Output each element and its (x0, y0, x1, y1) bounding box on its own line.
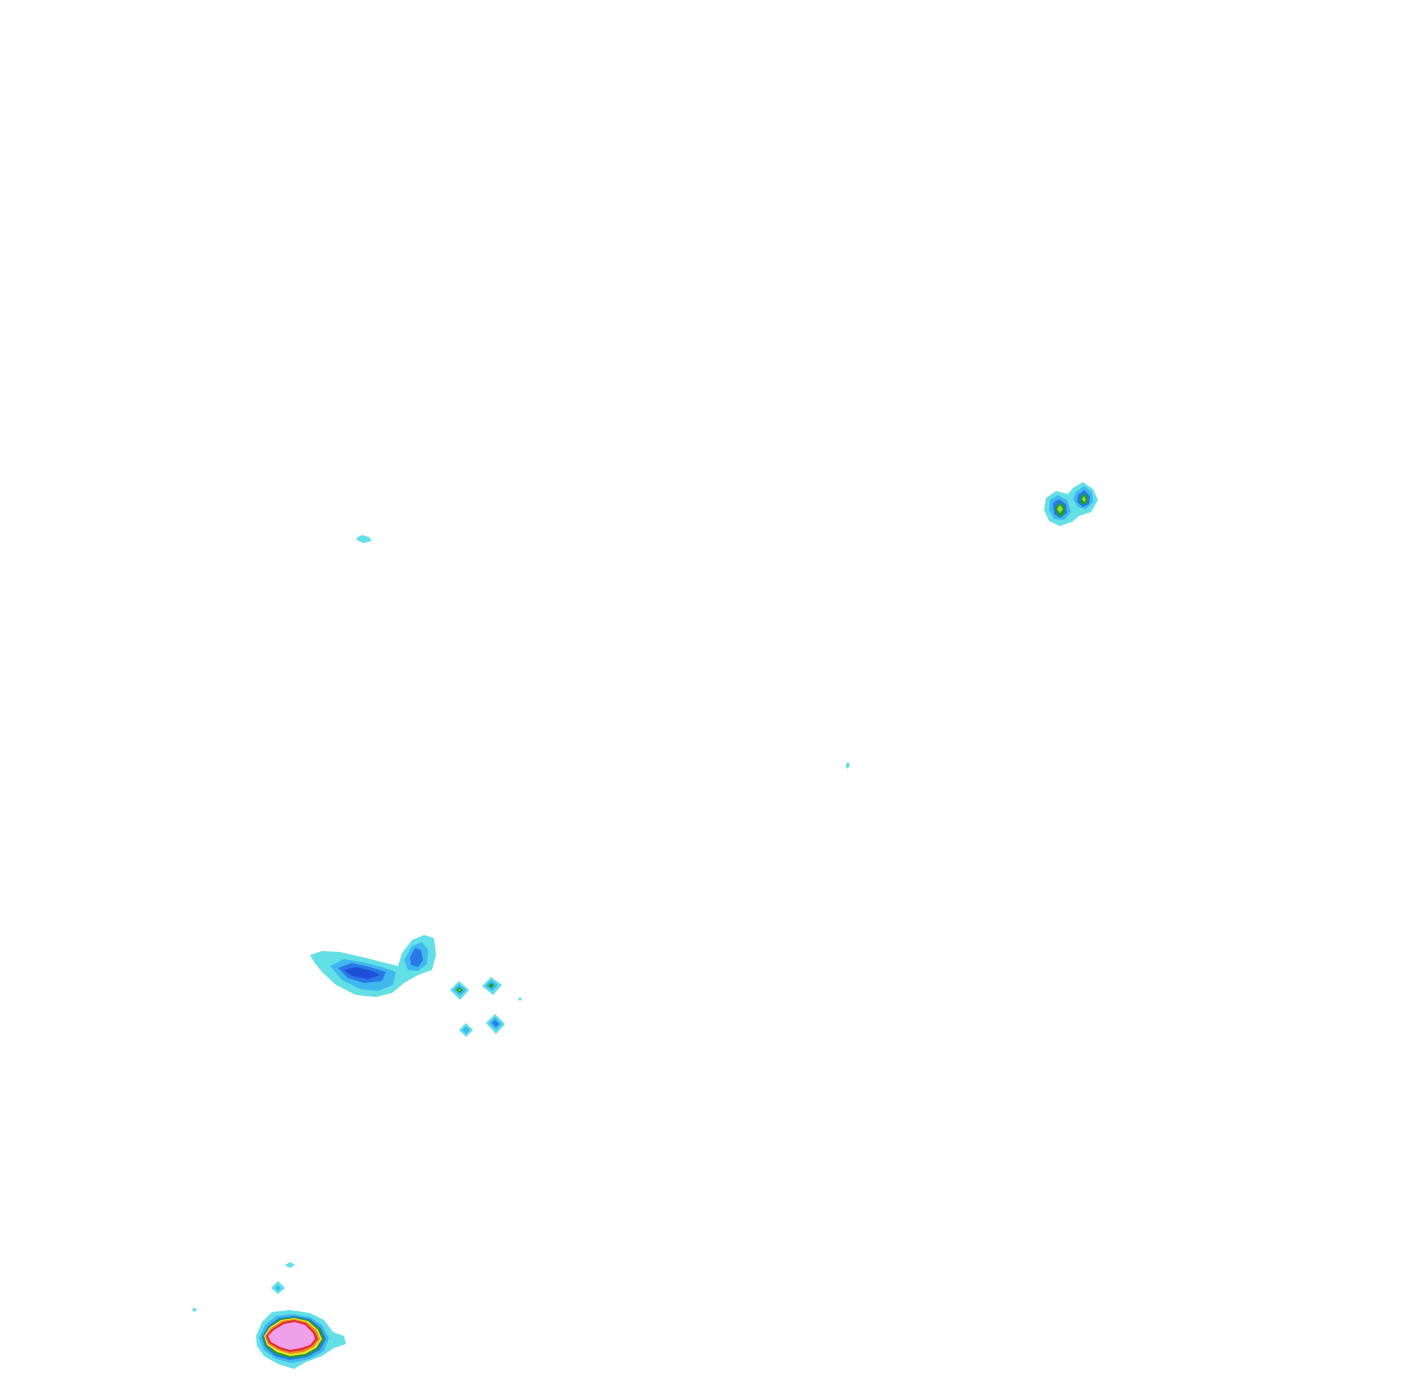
contour-level-6 (1082, 496, 1086, 502)
precip-cell-northeast (1044, 482, 1098, 526)
precip-cell-south-cluster (450, 977, 522, 1037)
contour-level-1 (846, 762, 850, 769)
contour-level-5 (488, 983, 494, 988)
contour-level-1 (285, 1262, 295, 1268)
contour-level-3 (492, 1020, 499, 1027)
precip-cell-center-speck (846, 762, 850, 769)
contour-level-2 (275, 1285, 281, 1291)
contour-level-6 (1057, 505, 1063, 513)
contour-level-1 (518, 997, 522, 1001)
contour-level-10 (268, 1322, 315, 1350)
contour-level-4 (344, 967, 380, 979)
precip-cell-southwest-band (310, 935, 436, 997)
contour-level-6 (458, 989, 461, 991)
precip-cell-far-south-core (192, 1262, 346, 1369)
contour-level-1 (192, 1307, 197, 1312)
contour-level-1 (356, 535, 372, 543)
precip-cell-west-speck (356, 535, 372, 543)
contour-level-3 (410, 948, 423, 967)
contour-level-2 (462, 1026, 470, 1034)
